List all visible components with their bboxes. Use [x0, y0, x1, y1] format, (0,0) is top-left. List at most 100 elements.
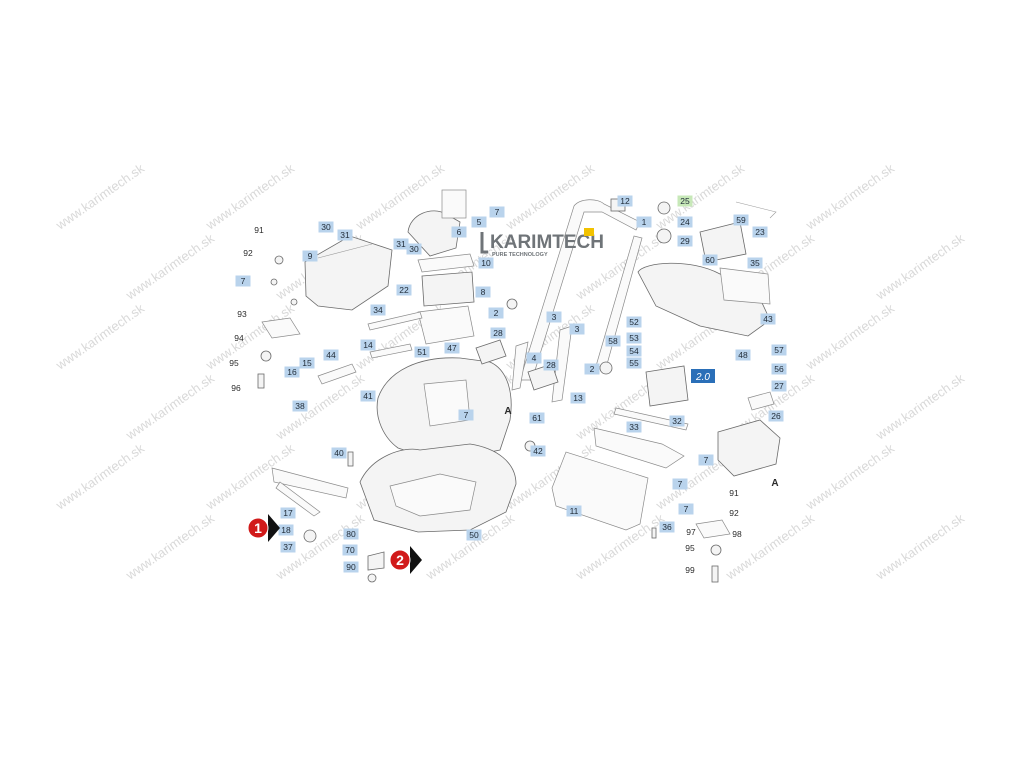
watermark-text: www.karimtech.sk: [202, 160, 297, 233]
parts-drawing: [257, 189, 781, 583]
part-number-label: 30: [318, 221, 334, 233]
part-number-label: 61: [529, 412, 545, 424]
label-box: [475, 286, 491, 298]
part-number-text: 40: [334, 448, 344, 458]
label-box: [360, 390, 376, 402]
nut-left-part: [274, 255, 284, 265]
part-number-text: 28: [493, 328, 503, 338]
label-box: [698, 454, 714, 466]
hub-part: [303, 529, 317, 543]
label-box: [343, 561, 359, 573]
part-number-text: 55: [629, 358, 639, 368]
rail-upper-part: [367, 311, 423, 331]
label-box: [677, 216, 693, 228]
part-number-label: 31: [337, 229, 353, 241]
watermark-text: www.karimtech.sk: [122, 510, 217, 583]
bottom-plate-part: [271, 467, 349, 499]
part-number-text: 41: [363, 391, 373, 401]
label-box: [370, 304, 386, 316]
label-box: [471, 216, 487, 228]
part-number-text: 32: [672, 416, 682, 426]
part-number-label: 47: [444, 342, 460, 354]
label-box: [546, 311, 562, 323]
part-number-text: 48: [738, 350, 748, 360]
part-number-label: 27: [771, 380, 787, 392]
label-box: [569, 323, 585, 335]
part-number-text: 3: [575, 324, 580, 334]
bolt-right-part: [711, 565, 719, 583]
label-box: [478, 257, 494, 269]
label-box: [280, 541, 296, 553]
part-number-label: 11: [566, 505, 582, 517]
section-mark-text: A: [504, 406, 511, 417]
part-number-text: 93: [237, 309, 247, 319]
part-number-label: 7: [678, 503, 694, 515]
grip-a-part: [475, 339, 507, 365]
part-number-label: 22: [396, 284, 412, 296]
label-box: [771, 363, 787, 375]
label-box: [584, 363, 600, 375]
label-box: [566, 505, 582, 517]
part-number-text: 43: [763, 314, 773, 324]
part-number-label: 28: [543, 359, 559, 371]
part-number-text: 97: [686, 527, 696, 537]
part-number-label: 43: [760, 313, 776, 325]
watermark-text: www.karimtech.sk: [872, 510, 967, 583]
part-number-label: 12: [617, 195, 633, 207]
watermark-text: www.karimtech.sk: [722, 510, 817, 583]
label-box: [331, 447, 347, 459]
part-number-text: 34: [373, 305, 383, 315]
part-number-text: 96: [231, 383, 241, 393]
label-box: [677, 195, 693, 207]
label-box: [617, 195, 633, 207]
part-number-text: 47: [447, 343, 457, 353]
part-number-label: 38: [292, 400, 308, 412]
part-number-label: 55: [626, 357, 642, 369]
screw-left-b: [290, 298, 298, 306]
label-box: [747, 257, 763, 269]
part-number-label: 60: [702, 254, 718, 266]
part-number-text: 14: [363, 340, 373, 350]
part-number-text: 2: [494, 308, 499, 318]
part-number-text: 53: [629, 333, 639, 343]
part-number-text: 24: [680, 217, 690, 227]
label-box: [318, 221, 334, 233]
label-box: [659, 521, 675, 533]
part-number-text: 1: [642, 217, 647, 227]
watermark-text: www.karimtech.sk: [652, 160, 747, 233]
part-number-label: 7: [672, 478, 688, 490]
part-number-label: 3: [546, 311, 562, 323]
label-box: [636, 216, 652, 228]
part-number-label: 32: [669, 415, 685, 427]
section-mark-text: A: [771, 478, 778, 489]
part-number-text: 30: [409, 244, 419, 254]
part-number-label: 56: [771, 363, 787, 375]
part-number-text: 10: [481, 258, 491, 268]
deck-inner: [389, 473, 477, 517]
label-box: [235, 275, 251, 287]
part-number-label: 29: [677, 235, 693, 247]
bolt-40-part: [347, 451, 354, 467]
watermark-text: www.karimtech.sk: [872, 230, 967, 303]
label-box: [406, 243, 422, 255]
section-marks: AA: [504, 406, 778, 489]
cap-part: [657, 201, 671, 215]
watermark-text: www.karimtech.sk: [52, 160, 147, 233]
part-number-text: 22: [399, 285, 409, 295]
filter-grid-part: [441, 189, 467, 219]
highlight-box: [691, 369, 715, 383]
part-number-label: 7: [458, 409, 474, 421]
marker-pointer-icon: [410, 546, 422, 574]
label-box: [451, 226, 467, 238]
plug-part: [599, 361, 613, 375]
screw-36-part: [651, 527, 657, 539]
part-number-label: 51: [414, 346, 430, 358]
label-box: [490, 327, 506, 339]
part-number-label: 15: [299, 357, 315, 369]
part-number-text: 7: [495, 207, 500, 217]
part-number-text: 2: [590, 364, 595, 374]
logo-accent-icon: [584, 228, 594, 236]
part-number-label: 35: [747, 257, 763, 269]
watermark-text: www.karimtech.sk: [122, 370, 217, 443]
